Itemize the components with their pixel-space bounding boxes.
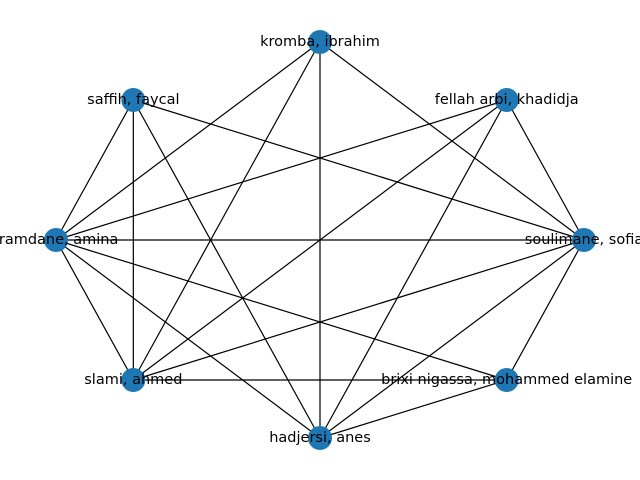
edge-fellah-hadjersi: [319, 99, 508, 439]
edge-brixi-ramdane: [55, 239, 507, 381]
node-soulimane: [572, 228, 596, 252]
edge-soulimane-hadjersi: [319, 239, 585, 439]
edge-fellah-soulimane: [506, 99, 585, 241]
node-kromba: [308, 30, 332, 54]
node-label-saffih: saffih, faycal: [87, 92, 179, 108]
edge-hadjersi-saffih: [132, 99, 321, 439]
node-label-brixi: brixi nigassa, mohammed elamine: [381, 372, 632, 388]
labels-layer: kromba, ibrahim fellah arbi, khadidja soul…: [0, 34, 640, 446]
edge-kromba-slami: [132, 41, 321, 381]
edge-slami-ramdane: [55, 239, 134, 381]
edges-layer: [55, 41, 585, 439]
node-fellah: [494, 87, 519, 112]
node-label-kromba: kromba, ibrahim: [260, 34, 380, 50]
edge-hadjersi-ramdane: [55, 239, 321, 439]
edge-fellah-ramdane: [55, 99, 507, 241]
edge-soulimane-saffih: [133, 99, 585, 241]
edge-soulimane-slami: [133, 239, 585, 381]
node-saffih: [121, 87, 146, 112]
edge-kromba-ramdane: [55, 41, 321, 241]
node-label-slami: slami, ahmed: [84, 372, 182, 388]
node-ramdane: [44, 228, 68, 252]
edge-soulimane-brixi: [506, 239, 585, 381]
node-label-hadjersi: hadjersi, anes: [269, 430, 371, 446]
node-hadjersi: [308, 426, 332, 450]
node-label-fellah: fellah arbi, khadidja: [435, 92, 579, 108]
nodes-layer: [44, 30, 596, 450]
edge-brixi-hadjersi: [319, 379, 507, 439]
node-slami: [121, 368, 146, 393]
edge-ramdane-saffih: [55, 99, 134, 241]
node-label-ramdane: -ramdane, amina: [0, 232, 118, 248]
node-label-soulimane: soulimane, sofia: [525, 232, 640, 248]
node-brixi: [494, 368, 519, 393]
